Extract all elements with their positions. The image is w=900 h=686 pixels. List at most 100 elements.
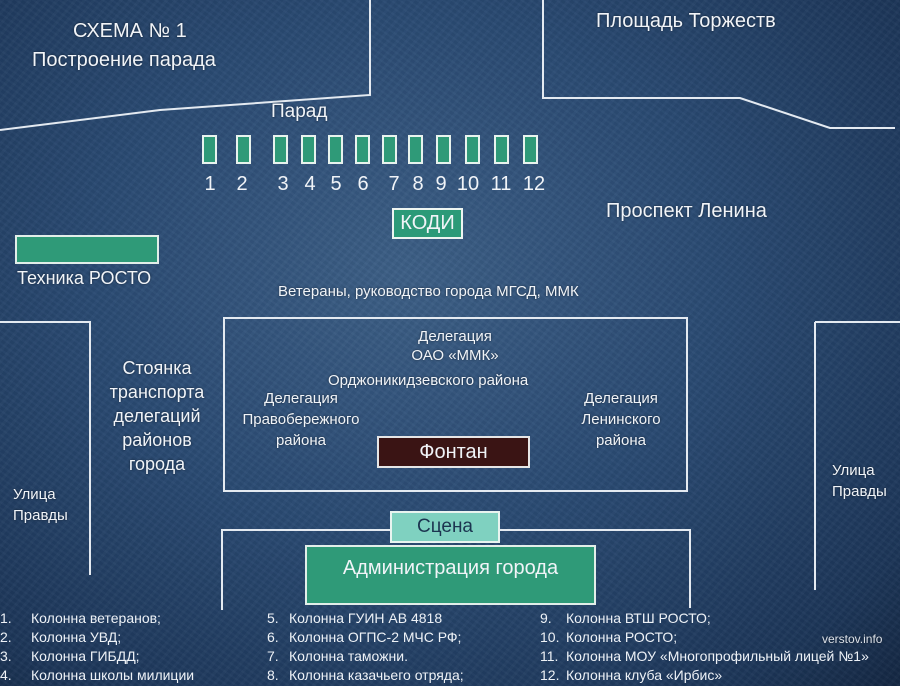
legend-item: 7. Колонна таможни. [267,648,408,664]
parade-column-slot [382,135,397,164]
column-number: 3 [277,173,289,195]
parade-column-slot [236,135,251,164]
legend-number: 9. [540,610,552,626]
parade-column-slot [465,135,480,164]
legend-number: 10. [540,629,560,645]
legend-number: 1. [0,610,12,626]
street-left-line: Правды [13,507,68,524]
parking-label: Стоянка транспорта делегаций районов гор… [98,356,216,476]
legend-number: 8. [267,667,279,683]
legend-text: Колонна ОГПС-2 МЧС РФ; [289,629,462,645]
legend-number: 7. [267,648,279,664]
delegation-center-line: ОАО «ММК» [411,347,499,364]
parade-label: Парад [271,101,328,122]
parade-column-slot [408,135,423,164]
parking-line: транспорта [109,382,205,402]
top-right-road-edge [542,0,895,129]
legend-text: Колонна ВТШ РОСТО; [566,610,711,626]
delegation-right-line: района [595,432,647,449]
delegation-left-line: района [275,432,327,449]
delegation-left-line: Правобережного [242,411,360,428]
column-number: 12 [522,173,546,195]
legend-number: 11. [540,648,559,664]
legend-item: 1. Колонна ветеранов; [0,610,161,626]
delegation-center-line: Делегация [418,328,492,345]
column-number: 9 [435,173,447,195]
street-right-line: Правды [832,483,887,500]
central-square-outline [223,317,688,492]
parade-column-slot [273,135,288,164]
top-left-road-edge [0,0,371,131]
legend-text: Колонна ГИБДД; [31,648,140,664]
delegation-left-line: Делегация [264,390,338,407]
watermark: verstov.info [822,632,883,646]
legend-text: Колонна ветеранов; [31,610,161,626]
parking-line: Стоянка [122,358,192,378]
legend-text: Колонна РОСТО; [566,629,678,645]
parade-column-slot [202,135,217,164]
parking-line: города [128,454,186,474]
legend-item: 2. Колонна УВД; [0,629,121,645]
left-street-edge [0,321,91,575]
delegation-right-line: Делегация [584,390,658,407]
stage-block: Сцена [390,511,500,543]
legend-item: 8. Колонна казачьего отряда; [267,667,464,683]
column-number: 4 [304,173,316,195]
delegation-center-line: Орджоникидзевского района [328,372,529,389]
legend-item: 12. Колонна клуба «Ирбис» [540,667,722,683]
legend-text: Колонна клуба «Ирбис» [566,667,723,683]
scheme-title: СХЕМА № 1 [73,20,187,42]
legend-number: 6. [267,629,279,645]
parking-line: делегаций [113,406,201,426]
legend-item: 4. Колонна школы милиции [0,667,194,683]
legend-item: 3. Колонна ГИБДД; [0,648,140,664]
legend-item: 9. Колонна ВТШ РОСТО; [540,610,711,626]
column-number: 8 [412,173,424,195]
parade-column-slot [436,135,451,164]
legend-item: 6. Колонна ОГПС-2 МЧС РФ; [267,629,461,645]
veterans-label: Ветераны, руководство города МГСД, ММК [278,283,579,300]
square-label: Площадь Торжеств [596,10,776,32]
legend-number: 12. [540,667,560,683]
street-left-label: Улица Правды [13,484,68,526]
legend-text: Колонна ГУИН АВ 4818 [289,610,443,626]
column-number: 1 [204,173,216,195]
delegation-left: Делегация Правобережного района [228,388,374,451]
legend-item: 10. Колонна РОСТО; [540,629,677,645]
legend-number: 5. [267,610,279,626]
kodi-block: КОДИ [392,208,463,239]
tech-rosto-label: Техника РОСТО [17,268,152,288]
legend-text: Колонна МОУ «Многопрофильный лицей №1» [566,648,869,664]
tech-rosto-block [15,235,159,264]
column-number: 5 [330,173,342,195]
legend-number: 4. [0,667,12,683]
street-left-line: Улица [13,486,56,503]
legend-text: Колонна казачьего отряда; [289,667,464,683]
avenue-label: Проспект Ленина [606,200,767,222]
column-number: 7 [388,173,400,195]
legend-text: Колонна таможни. [289,648,408,664]
parade-column-slot [355,135,370,164]
legend-item: 11. Колонна МОУ «Многопрофильный лицей №1… [540,648,869,664]
column-number: 6 [357,173,369,195]
legend-number: 2. [0,629,12,645]
scheme-subtitle: Построение парада [32,49,216,71]
column-number: 10 [456,173,480,195]
column-number: 11 [490,173,512,195]
legend-text: Колонна школы милиции [31,667,195,683]
parade-column-slot [494,135,509,164]
legend-item: 5. Колонна ГУИН АВ 4818 [267,610,442,626]
street-right-line: Улица [832,462,875,479]
legend-text: Колонна УВД; [31,629,122,645]
parade-column-slot [301,135,316,164]
delegation-center: Делегация ОАО «ММК» [380,327,530,365]
delegation-right: Делегация Ленинского района [562,388,680,451]
admin-area-outline [221,529,691,610]
legend-number: 3. [0,648,12,664]
fountain-block: Фонтан [377,436,530,468]
street-right-label: Улица Правды [832,460,887,502]
parade-column-slot [328,135,343,164]
administration-block: Администрация города [305,545,596,605]
